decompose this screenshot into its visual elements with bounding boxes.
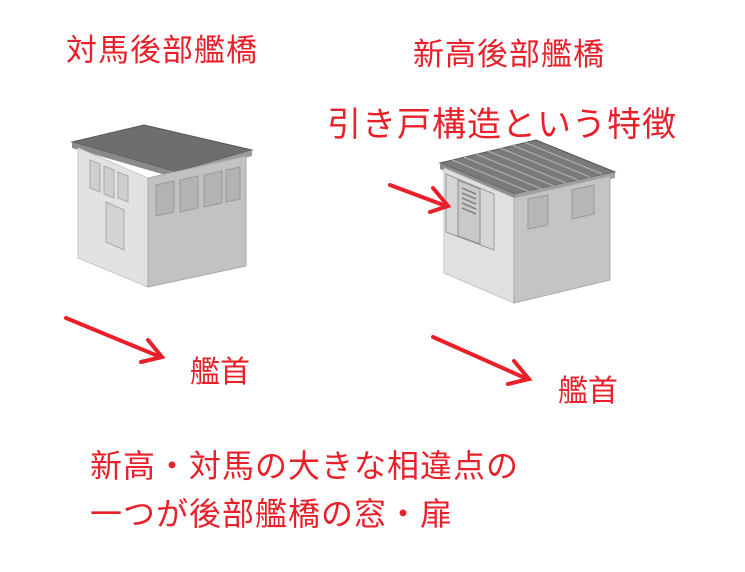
bow-direction-arrow-left (64, 316, 166, 364)
right-model-title: 新高後部艦橋 (413, 37, 605, 73)
feature-annotation: 引き戸構造という特徴 (327, 105, 677, 145)
feature-pointer-arrow (388, 183, 452, 214)
bow-direction-arrow-right (431, 335, 533, 386)
tsushima-aft-bridge-model (70, 124, 254, 288)
niitaka-aft-bridge-model (438, 139, 617, 304)
bow-label-left: 艦首 (190, 355, 250, 390)
bow-label-right: 艦首 (558, 374, 618, 409)
caption-line-2: 一つが後部艦橋の窓・扉 (90, 495, 454, 533)
left-model-title: 対馬後部艦橋 (66, 33, 258, 69)
caption-line-1: 新高・対馬の大きな相違点の (90, 447, 520, 485)
